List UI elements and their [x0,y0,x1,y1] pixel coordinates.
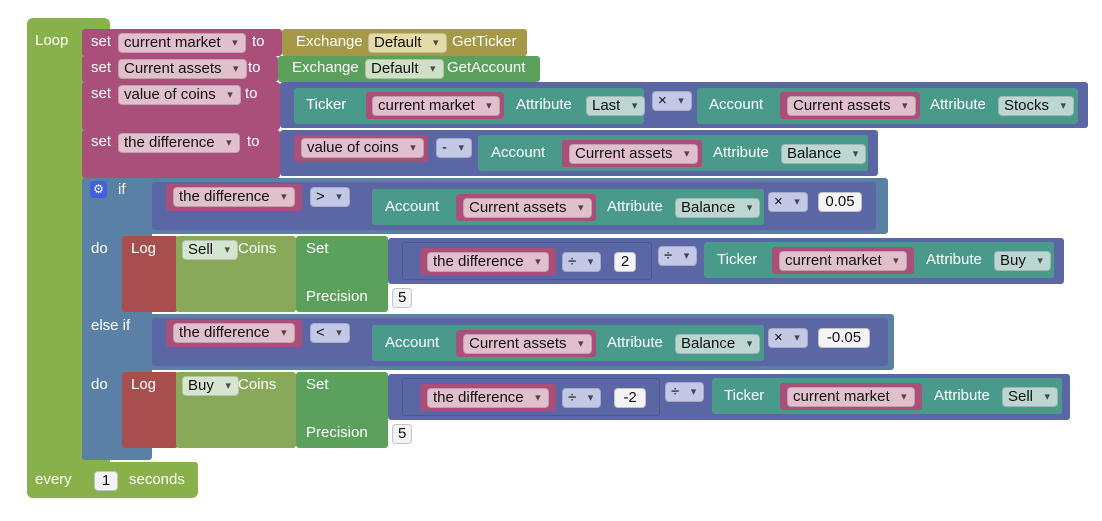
attribute-label: Attribute [934,387,990,404]
log-label: Log [131,376,157,393]
log-block[interactable] [122,236,178,312]
precision-input[interactable]: 5 [392,288,412,308]
ticker-label: Ticker [724,387,765,404]
interval-input[interactable]: 1 [94,471,118,491]
every-label: every [35,471,72,488]
loop-label: Loop [35,32,69,49]
math-op-dropdown[interactable]: × [768,328,808,348]
precision-label: Precision [306,424,368,441]
math-op-dropdown[interactable]: × [768,192,808,212]
ticker-label: Ticker [306,96,347,113]
var-dropdown-current-assets[interactable]: Current assets [787,96,916,116]
mutator-gear-icon[interactable]: ⚙ [90,181,107,198]
var-dropdown-current-market[interactable]: current market [787,387,915,407]
to-keyword: to [247,133,260,150]
var-dropdown-the-difference[interactable]: the difference [427,252,549,272]
set-precision-block[interactable] [296,372,388,448]
precision-label: Precision [306,288,368,305]
attribute-dropdown[interactable]: Stocks [998,96,1075,116]
log-label: Log [131,240,157,257]
attribute-dropdown[interactable]: Balance [675,198,761,218]
attribute-label: Attribute [607,334,663,351]
number-input[interactable]: -0.05 [818,328,870,348]
action-dropdown-buy[interactable]: Buy [182,376,239,396]
var-dropdown-the-difference[interactable]: the difference [173,323,295,343]
var-dropdown-current-market[interactable]: current market [779,251,907,271]
exchange-dropdown[interactable]: Default [365,59,444,79]
var-dropdown-current-market[interactable]: current market [372,96,500,116]
math-op-dropdown[interactable]: - [436,138,472,158]
log-block[interactable] [122,372,178,448]
set-keyword: set [91,133,112,150]
coins-label: Coins [238,240,277,257]
account-label: Account [491,144,546,161]
var-dropdown-current-market[interactable]: current market [118,33,246,53]
math-op-dropdown[interactable]: ÷ [562,252,602,272]
var-dropdown-the-difference[interactable]: the difference [427,388,549,408]
do-keyword: do [91,240,108,257]
getaccount-label: GetAccount [447,59,526,76]
var-dropdown-current-assets[interactable]: Current assets [463,334,592,354]
set-keyword: set [91,85,112,102]
compare-op-dropdown[interactable]: > [310,187,350,207]
attribute-label: Attribute [516,96,572,113]
action-dropdown-sell[interactable]: Sell [182,240,239,260]
attribute-dropdown[interactable]: Sell [1002,387,1059,407]
set-label: Set [306,240,329,257]
attribute-dropdown[interactable]: Last [586,96,646,116]
seconds-label: seconds [129,471,185,488]
elseif-keyword: else if [91,317,131,334]
var-dropdown-current-assets[interactable]: Current assets [569,144,698,164]
var-dropdown-the-difference[interactable]: the difference [118,133,240,153]
number-input[interactable]: -2 [614,388,646,408]
set-label: Set [306,376,329,393]
attribute-dropdown[interactable]: Balance [675,334,761,354]
var-dropdown-current-assets[interactable]: Current assets [463,198,592,218]
number-input[interactable]: 0.05 [818,192,862,212]
account-label: Account [385,198,440,215]
set-keyword: set [91,33,112,50]
attribute-label: Attribute [930,96,986,113]
if-keyword: if [118,181,126,198]
attribute-label: Attribute [607,198,663,215]
exchange-dropdown[interactable]: Default [368,33,447,53]
account-label: Account [709,96,764,113]
math-op-dropdown[interactable]: ÷ [665,382,705,402]
ticker-label: Ticker [717,251,758,268]
do-keyword: do [91,376,108,393]
attribute-dropdown[interactable]: Balance [781,144,867,164]
compare-op-dropdown[interactable]: < [310,323,350,343]
var-dropdown-current-assets[interactable]: Current assets [118,59,247,79]
coins-label: Coins [238,376,277,393]
number-input[interactable]: 2 [614,252,636,272]
to-keyword: to [252,33,265,50]
getticker-label: GetTicker [452,33,517,50]
math-op-dropdown[interactable]: × [652,91,692,111]
to-keyword: to [245,85,258,102]
math-op-dropdown[interactable]: ÷ [562,388,602,408]
precision-input[interactable]: 5 [392,424,412,444]
var-dropdown-the-difference[interactable]: the difference [173,187,295,207]
math-op-dropdown[interactable]: ÷ [658,246,698,266]
exchange-label: Exchange [292,59,359,76]
account-label: Account [385,334,440,351]
attribute-dropdown[interactable]: Buy [994,251,1051,271]
set-keyword: set [91,59,112,76]
to-keyword: to [248,59,261,76]
var-dropdown-value-of-coins[interactable]: value of coins [118,85,241,105]
attribute-label: Attribute [713,144,769,161]
var-dropdown-value-of-coins[interactable]: value of coins [301,138,424,158]
set-precision-block[interactable] [296,236,388,312]
attribute-label: Attribute [926,251,982,268]
exchange-label: Exchange [296,33,363,50]
